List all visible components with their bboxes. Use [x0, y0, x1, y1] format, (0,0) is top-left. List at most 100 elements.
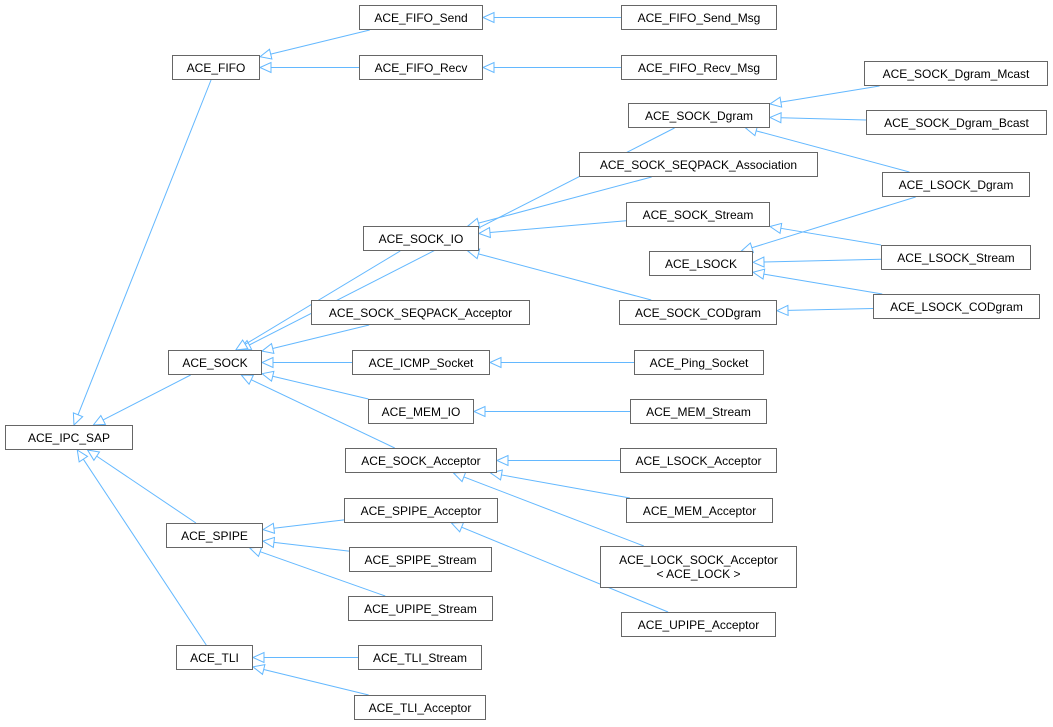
inheritance-arrowhead-sock_dgram: [768, 96, 783, 108]
node-ace-tli-acceptor[interactable]: ACE_TLI_Acceptor: [354, 695, 486, 720]
node-ace-lsock-stream[interactable]: ACE_LSOCK_Stream: [881, 245, 1031, 270]
inheritance-arrowhead-lsock: [751, 256, 765, 268]
node-ace-upipe-acceptor[interactable]: ACE_UPIPE_Acceptor: [621, 612, 776, 637]
inheritance-arrowhead-tli: [251, 663, 266, 676]
inheritance-edge-spipe-to-ipc_sap: [96, 455, 197, 524]
inheritance-arrowhead-spipe: [261, 522, 276, 534]
node-label: ACE_MEM_IO: [381, 404, 461, 419]
node-ace-spipe-acceptor[interactable]: ACE_SPIPE_Acceptor: [344, 498, 498, 523]
node-label: ACE_MEM_Acceptor: [642, 503, 757, 518]
node-ace-sock-stream[interactable]: ACE_SOCK_Stream: [626, 202, 770, 227]
node-ace-fifo[interactable]: ACE_FIFO: [172, 55, 260, 80]
inheritance-edge-lock_sock_acceptor-to-sock_acceptor: [463, 476, 644, 547]
inheritance-edge-sock_dgram_mcast-to-sock_dgram: [780, 85, 880, 103]
node-ace-sock-dgram[interactable]: ACE_SOCK_Dgram: [628, 103, 770, 128]
inheritance-edge-mem_acceptor-to-sock_acceptor: [501, 474, 630, 499]
inheritance-arrowhead-sock_io: [477, 226, 491, 239]
inheritance-arrowhead-sock: [260, 356, 274, 369]
node-ace-sock-io[interactable]: ACE_SOCK_IO: [363, 226, 479, 251]
node-ace-ipc-sap[interactable]: ACE_IPC_SAP: [5, 425, 133, 450]
node-ace-fifo-recv[interactable]: ACE_FIFO_Recv: [359, 55, 483, 80]
inheritance-edge-tli_acceptor-to-tli: [263, 668, 369, 696]
node-label: ACE_TLI_Acceptor: [368, 700, 472, 715]
node-ace-fifo-send[interactable]: ACE_FIFO_Send: [359, 5, 483, 30]
node-label: ACE_SOCK_CODgram: [634, 305, 762, 320]
node-ace-sock-seqpack-acceptor[interactable]: ACE_SOCK_SEQPACK_Acceptor: [311, 300, 530, 325]
node-label: ACE_SPIPE: [181, 528, 248, 543]
node-ace-spipe[interactable]: ACE_SPIPE: [166, 523, 263, 548]
node-ace-sock-dgram-bcast[interactable]: ACE_SOCK_Dgram_Bcast: [866, 110, 1047, 135]
node-label: ACE_LSOCK_Acceptor: [635, 453, 762, 468]
node-ace-lsock-acceptor[interactable]: ACE_LSOCK_Acceptor: [620, 448, 777, 473]
inheritance-edge-lsock_dgram-to-lsock: [751, 196, 916, 249]
node-ace-tli[interactable]: ACE_TLI: [176, 645, 253, 670]
node-ace-sock-codgram[interactable]: ACE_SOCK_CODgram: [619, 300, 777, 325]
node-label: ACE_Ping_Socket: [649, 355, 749, 370]
node-ace-spipe-stream[interactable]: ACE_SPIPE_Stream: [349, 547, 492, 572]
inheritance-arrowhead-sock_acceptor: [495, 454, 509, 467]
inheritance-arrowhead-sock: [240, 374, 255, 386]
node-label: ACE_SOCK_SEQPACK_Acceptor: [328, 305, 513, 320]
inheritance-arrowhead-ipc_sap: [72, 412, 84, 427]
node-label: ACE_SOCK_SEQPACK_Association: [599, 157, 798, 172]
node-ace-ping-socket[interactable]: ACE_Ping_Socket: [634, 350, 764, 375]
node-ace-fifo-send-msg[interactable]: ACE_FIFO_Send_Msg: [621, 5, 777, 30]
node-ace-sock-seqpack-association[interactable]: ACE_SOCK_SEQPACK_Association: [579, 152, 818, 177]
inheritance-arrowhead-lsock: [751, 268, 766, 280]
node-label: ACE_UPIPE_Stream: [364, 601, 477, 616]
node-label: ACE_LSOCK: [664, 256, 738, 271]
inheritance-edge-sock_seqpack_assoc-to-sock_io: [478, 176, 652, 224]
inheritance-arrowhead-spipe: [248, 546, 263, 558]
inheritance-arrowhead-icmp_socket: [488, 356, 502, 369]
node-ace-upipe-stream[interactable]: ACE_UPIPE_Stream: [348, 596, 493, 621]
node-label: ACE_LOCK_SOCK_Acceptor: [619, 553, 778, 567]
node-ace-sock-dgram-mcast[interactable]: ACE_SOCK_Dgram_Mcast: [864, 61, 1048, 86]
inheritance-edge-upipe_stream-to-spipe: [259, 551, 386, 597]
inheritance-edge-lsock_codgram-to-sock_codgram: [787, 307, 874, 311]
node-label: ACE_ICMP_Socket: [368, 355, 474, 370]
inheritance-arrowhead-sock_codgram: [775, 304, 789, 317]
inheritance-edge-sock_io-to-sock: [244, 250, 401, 345]
node-ace-icmp-socket[interactable]: ACE_ICMP_Socket: [352, 350, 490, 375]
node-label: ACE_SOCK_Acceptor: [361, 453, 481, 468]
inheritance-edge-tli-to-ipc_sap: [82, 458, 207, 646]
node-label: ACE_TLI_Stream: [372, 650, 468, 665]
node-ace-lsock-dgram[interactable]: ACE_LSOCK_Dgram: [882, 172, 1030, 197]
node-label: ACE_SPIPE_Acceptor: [360, 503, 482, 518]
node-label: ACE_FIFO_Send: [374, 10, 468, 25]
node-label: ACE_SOCK_Dgram_Bcast: [884, 115, 1029, 130]
node-ace-lsock[interactable]: ACE_LSOCK: [649, 251, 753, 276]
inheritance-arrowhead-fifo_send: [481, 11, 495, 24]
inheritance-arrowhead-fifo: [258, 61, 272, 74]
node-ace-mem-acceptor[interactable]: ACE_MEM_Acceptor: [626, 498, 773, 523]
node-label: ACE_FIFO_Recv_Msg: [637, 60, 761, 75]
inheritance-arrowhead-sock: [234, 339, 249, 351]
node-ace-lock-sock-acceptor[interactable]: ACE_LOCK_SOCK_Acceptor< ACE_LOCK >: [600, 546, 797, 588]
node-ace-sock[interactable]: ACE_SOCK: [168, 350, 262, 375]
inheritance-arrowhead-ipc_sap: [86, 449, 101, 462]
node-label: ACE_LSOCK_Dgram: [898, 177, 1014, 192]
node-label: ACE_LSOCK_CODgram: [890, 299, 1023, 314]
inheritance-edge-lsock_stream-to-sock_stream: [780, 227, 882, 246]
node-ace-fifo-recv-msg[interactable]: ACE_FIFO_Recv_Msg: [621, 55, 777, 80]
node-ace-mem-stream[interactable]: ACE_MEM_Stream: [630, 399, 767, 424]
inheritance-edge-sock_dgram_bcast-to-sock_dgram: [780, 117, 867, 121]
inheritance-arrowhead-tli: [251, 651, 265, 664]
inheritance-arrowhead-sock_acceptor: [452, 471, 467, 483]
inheritance-arrowhead-ipc_sap: [76, 448, 89, 463]
node-label: ACE_TLI: [190, 650, 239, 665]
node-ace-sock-acceptor[interactable]: ACE_SOCK_Acceptor: [345, 448, 497, 473]
inheritance-edge-lsock_dgram-to-sock_dgram: [756, 130, 910, 173]
inheritance-edge-sock_stream-to-sock_io: [489, 220, 627, 234]
node-ace-tli-stream[interactable]: ACE_TLI_Stream: [358, 645, 482, 670]
node-label: ACE_SOCK_IO: [378, 231, 464, 246]
node-label: ACE_UPIPE_Acceptor: [637, 617, 760, 632]
inheritance-arrowhead-mem_io: [472, 405, 486, 418]
node-label: ACE_FIFO_Send_Msg: [637, 10, 761, 25]
node-label: ACE_LSOCK_Stream: [897, 250, 1015, 265]
node-ace-mem-io[interactable]: ACE_MEM_IO: [368, 399, 474, 424]
inheritance-arrowhead-fifo: [258, 48, 273, 60]
node-ace-lsock-codgram[interactable]: ACE_LSOCK_CODgram: [873, 294, 1040, 319]
